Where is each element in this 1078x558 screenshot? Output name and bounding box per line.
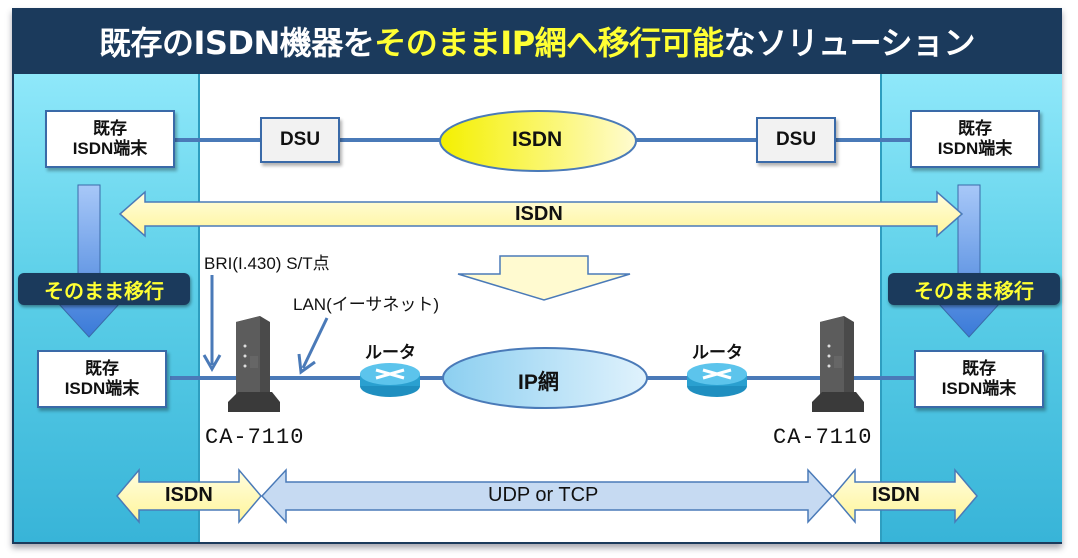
left-router-label: ルータ bbox=[365, 343, 416, 362]
isdn-network-label: ISDN bbox=[512, 128, 563, 151]
page-title: 既存のISDN機器をそのままIP網へ移行可能なソリューション bbox=[98, 18, 976, 64]
bri-pointer-arrow bbox=[202, 275, 222, 373]
terminal-line1: 既存 bbox=[85, 359, 119, 379]
right-isdn-protocol-label: ISDN bbox=[872, 484, 920, 506]
right-dsu-box: DSU bbox=[756, 117, 836, 163]
lan-pointer-arrow bbox=[297, 317, 329, 375]
left-bottom-isdn-terminal: 既存 ISDN端末 bbox=[37, 350, 167, 408]
double-arrow-shape bbox=[118, 190, 964, 238]
title-part1: 既存のISDN機器を bbox=[98, 24, 375, 62]
terminal-line2: ISDN端末 bbox=[937, 139, 1013, 158]
bri-annotation: BRI(I.430) S/T点 bbox=[204, 254, 330, 273]
left-isdn-protocol-label: ISDN bbox=[165, 484, 213, 506]
right-router-icon bbox=[687, 363, 747, 397]
left-top-isdn-terminal: 既存 ISDN端末 bbox=[45, 110, 175, 168]
terminal-line1: 既存 bbox=[962, 359, 996, 379]
right-isdn-protocol-arrow bbox=[832, 467, 978, 525]
udp-tcp-protocol-label: UDP or TCP bbox=[488, 484, 599, 506]
left-ca7110-device-icon bbox=[228, 316, 280, 412]
isdn-span-label: ISDN bbox=[515, 203, 563, 225]
terminal-line1: 既存 bbox=[958, 119, 992, 139]
title-part3: なソリューション bbox=[723, 24, 976, 62]
left-router-icon bbox=[360, 363, 420, 397]
title-highlight: そのままIP網へ移行可能 bbox=[374, 24, 724, 62]
isdn-ellipse bbox=[439, 110, 637, 172]
title-bar: 既存のISDN機器をそのままIP網へ移行可能なソリューション bbox=[12, 8, 1062, 74]
isdn-cloud-shape bbox=[439, 110, 637, 172]
lan-annotation: LAN(イーサネット) bbox=[293, 295, 440, 314]
right-device-model-label: CA-7110 bbox=[773, 425, 873, 450]
udp-tcp-protocol-arrow bbox=[260, 468, 834, 524]
terminal-line2: ISDN端末 bbox=[941, 379, 1017, 398]
right-bottom-isdn-terminal: 既存 ISDN端末 bbox=[914, 350, 1044, 408]
terminal-line2: ISDN端末 bbox=[64, 379, 140, 398]
right-migrate-badge: そのまま移行 bbox=[888, 273, 1060, 305]
left-dsu-box: DSU bbox=[260, 117, 340, 163]
left-migrate-badge: そのまま移行 bbox=[18, 273, 190, 305]
terminal-line1: 既存 bbox=[93, 119, 127, 139]
center-down-arrow bbox=[457, 255, 631, 301]
isdn-span-arrow bbox=[118, 190, 964, 238]
left-device-model-label: CA-7110 bbox=[205, 425, 305, 450]
right-ca7110-device-icon bbox=[812, 316, 864, 412]
ip-network-label: IP網 bbox=[518, 371, 559, 394]
ip-ellipse bbox=[442, 347, 648, 409]
right-top-isdn-terminal: 既存 ISDN端末 bbox=[910, 110, 1040, 168]
terminal-line2: ISDN端末 bbox=[72, 139, 148, 158]
down-arrow-shape bbox=[457, 255, 631, 301]
right-router-label: ルータ bbox=[692, 343, 743, 362]
ip-network-shape bbox=[442, 347, 648, 409]
